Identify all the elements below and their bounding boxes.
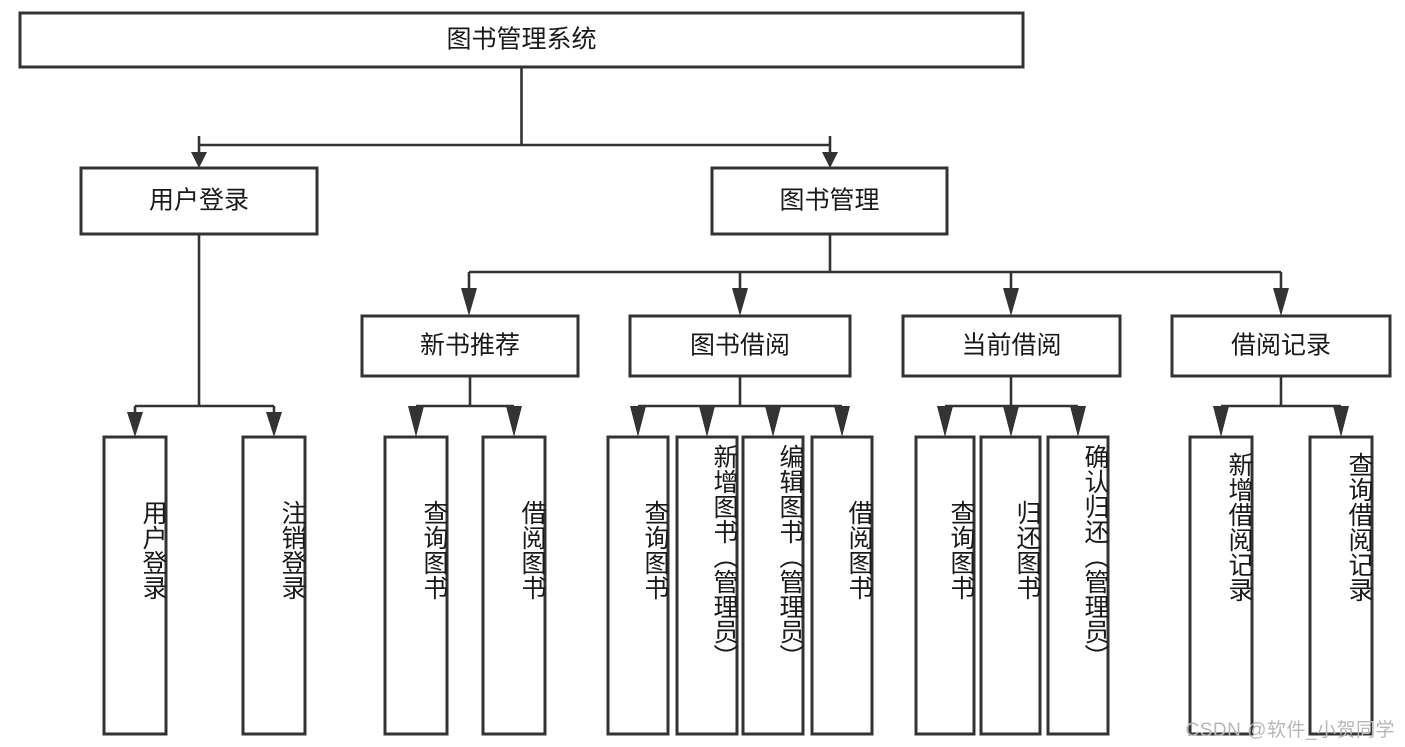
connector-group-user-login <box>127 234 282 437</box>
node-book-manage-label: 图书管理 <box>779 187 879 215</box>
arrowhead-leaf-logout <box>266 412 282 437</box>
node-book-borrow-label: 图书借阅 <box>690 332 790 360</box>
connector-group-new-book <box>408 376 522 437</box>
leaf-box-cb-return-book[interactable] <box>979 435 1042 736</box>
connector-group-borrow-record <box>1213 376 1349 437</box>
arrowhead-leaf-bb-query <box>630 406 646 437</box>
node-new-book-recommend-box[interactable] <box>360 314 580 378</box>
arrowhead-leaf-nb-borrow <box>506 406 522 437</box>
arrowhead-to-book-manage <box>822 152 838 168</box>
csdn-watermark: CSDN @软件_小贺同学 <box>1185 720 1395 741</box>
leaf-box-bb-add-book-admin[interactable] <box>675 435 739 736</box>
node-borrow-record-label: 借阅记录 <box>1231 332 1331 360</box>
arrowhead-leaf-cb-query <box>937 406 953 437</box>
node-current-borrow-label: 当前借阅 <box>961 332 1061 360</box>
leaf-box-br-query-record[interactable] <box>1308 435 1374 736</box>
arrowhead-leaf-user-login <box>127 412 143 437</box>
node-borrow-record-box[interactable] <box>1170 314 1392 378</box>
arrowhead-to-current-borrow <box>1003 288 1019 316</box>
node-new-book-recommend-label: 新书推荐 <box>420 332 520 360</box>
arrowhead-leaf-bb-edit <box>765 406 781 437</box>
arrowhead-leaf-br-add <box>1213 406 1229 437</box>
connector-group-book-borrow <box>630 376 850 437</box>
leaf-box-logout[interactable] <box>241 435 307 736</box>
connector-group-root <box>191 67 838 168</box>
connector-group-book-manage <box>461 234 1289 316</box>
leaf-box-br-add-record[interactable] <box>1188 435 1254 736</box>
leaf-box-user-login[interactable] <box>102 435 168 736</box>
arrowhead-leaf-bb-add <box>699 406 715 437</box>
arrowhead-to-book-borrow <box>732 288 748 316</box>
node-book-borrow-box[interactable] <box>628 314 852 378</box>
node-user-login-label: 用户登录 <box>149 187 249 215</box>
arrowhead-to-new-book <box>461 288 477 316</box>
arrowhead-to-borrow-record <box>1273 288 1289 316</box>
leaf-box-cb-confirm-return-admin[interactable] <box>1046 435 1110 736</box>
arrowhead-to-user-login <box>191 152 207 168</box>
leaf-box-cb-query-book[interactable] <box>914 435 976 736</box>
leaf-box-nb-borrow-book[interactable] <box>481 435 547 736</box>
node-book-manage-box[interactable] <box>710 166 949 236</box>
node-root-label: 图书管理系统 <box>446 26 596 54</box>
arrowhead-leaf-cb-return <box>1003 406 1019 437</box>
arrowhead-leaf-cb-confirm <box>1070 406 1086 437</box>
leaf-box-nb-query-book[interactable] <box>383 435 449 736</box>
node-user-login-box[interactable] <box>79 166 319 236</box>
leaf-box-bb-borrow-book[interactable] <box>810 435 874 736</box>
node-current-borrow-box[interactable] <box>901 314 1122 378</box>
leaf-box-bb-edit-book-admin[interactable] <box>741 435 805 736</box>
arrowhead-leaf-bb-borrow <box>834 406 850 437</box>
leaf-box-bb-query-book[interactable] <box>606 435 670 736</box>
arrowhead-leaf-br-query <box>1333 406 1349 437</box>
connector-group-current-borrow <box>937 376 1086 437</box>
node-root-box[interactable] <box>18 11 1025 69</box>
arrowhead-leaf-nb-query <box>408 406 424 437</box>
